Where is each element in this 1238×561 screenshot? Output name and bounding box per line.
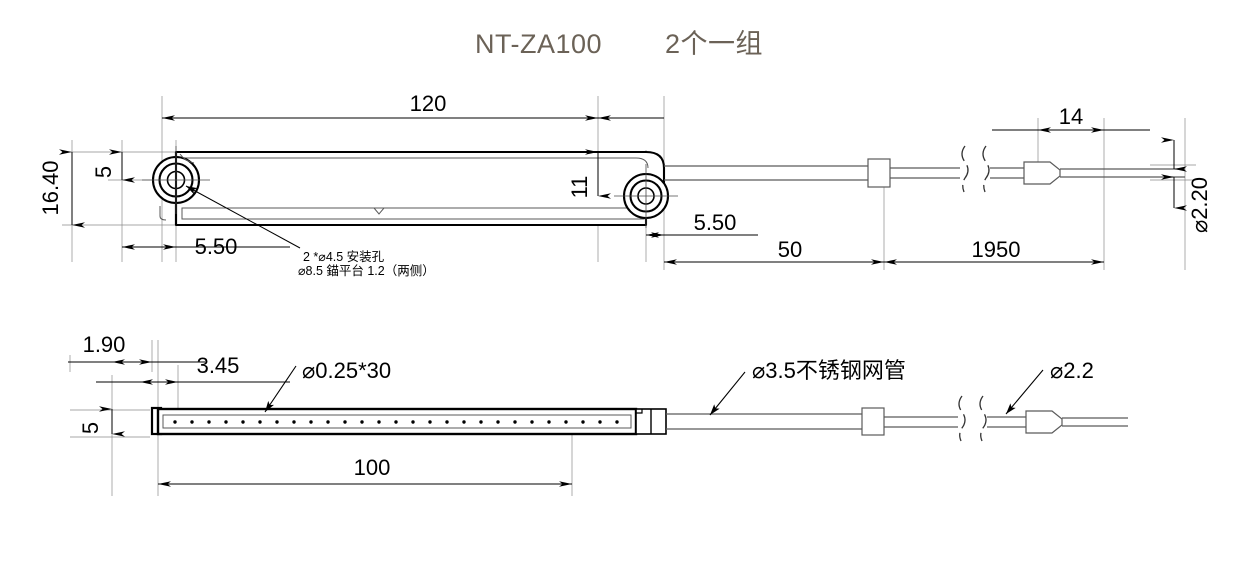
dim-1-90: 1.90 xyxy=(83,332,126,357)
dim-5-side: 5 xyxy=(78,422,103,434)
dim-11: 11 xyxy=(567,176,592,199)
mount-hole-note-line2: ⌀8.5 錨平台 1.2（两侧） xyxy=(298,263,435,278)
dim-14: 14 xyxy=(1059,104,1083,129)
mount-hole-note-line1: 2 *⌀4.5 安装孔 xyxy=(303,249,385,264)
page-title: NT-ZA100 2个一组 xyxy=(474,29,764,59)
dim-5-top: 5 xyxy=(91,166,116,178)
dim-50: 50 xyxy=(778,237,802,262)
side-view-dimensions xyxy=(68,359,572,487)
dim-3-45: 3.45 xyxy=(197,353,240,378)
dim-100: 100 xyxy=(354,455,391,480)
dim-5-50-right: 5.50 xyxy=(694,210,737,235)
side-view-dimension-labels: 1.90 3.45 5 100 xyxy=(78,332,390,480)
fiber-dots xyxy=(173,420,619,424)
fiber-note-label: ⌀0.25*30 xyxy=(302,358,391,383)
dim-1950: 1950 xyxy=(972,237,1021,262)
sleeve-note-label: ⌀3.5不锈钢网管 xyxy=(752,358,906,383)
top-view-dimensions xyxy=(59,115,1187,265)
top-view-geometry xyxy=(142,145,1185,228)
fiber-note-leader xyxy=(264,365,297,413)
dim-dia-2-20: ⌀2.20 xyxy=(1187,177,1212,233)
tip-note-label: ⌀2.2 xyxy=(1050,358,1094,383)
mount-hole-leader xyxy=(185,185,301,249)
dim-width-16-40: 16.40 xyxy=(38,160,63,215)
tip-note-leader xyxy=(1005,369,1044,415)
side-view-geometry xyxy=(150,395,1128,442)
dim-length-120: 120 xyxy=(410,91,447,116)
top-view-dimension-labels: 120 16.40 5 5.50 11 5.50 50 1950 14 ⌀2.2… xyxy=(38,91,1212,262)
sleeve-note-leader xyxy=(709,371,746,416)
dim-5-50-left: 5.50 xyxy=(195,234,238,259)
